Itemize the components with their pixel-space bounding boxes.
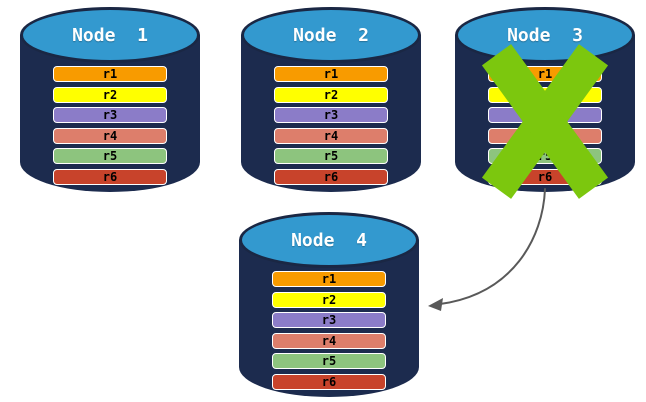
replica-row: r2: [488, 86, 602, 103]
replica-row: r3: [274, 107, 388, 124]
replica-row: r6: [53, 168, 167, 185]
replica-row: r1: [274, 66, 388, 82]
node-4: r1 r2 r3 r4 r5 r6 Node 4: [239, 212, 419, 397]
failover-arrow-line: [439, 188, 546, 305]
node-1-rows: r1 r2 r3 r4 r5 r6: [53, 66, 167, 185]
node-title: Node 4: [291, 229, 367, 251]
node-1-cylinder-top: Node 1: [20, 7, 200, 63]
node-3: r1 r2 r3 r4 r5 r6 Node 3: [455, 7, 635, 199]
node-2: r1 r2 r3 r4 r5 r6 Node 2: [241, 7, 421, 192]
replica-row: r6: [488, 168, 602, 185]
replica-row: r3: [272, 312, 386, 329]
node-4-cylinder-top: Node 4: [239, 212, 419, 268]
node-2-rows: r1 r2 r3 r4 r5 r6: [274, 66, 388, 185]
replica-row: r2: [274, 86, 388, 103]
replica-row: r4: [53, 127, 167, 144]
replica-row: r2: [272, 291, 386, 308]
replica-row: r1: [272, 271, 386, 287]
replica-row: r1: [53, 66, 167, 82]
replica-row: r5: [274, 148, 388, 165]
failover-arrowhead-icon: [428, 298, 443, 311]
node-1: r1 r2 r3 r4 r5 r6 Node 1: [20, 7, 200, 192]
node-title: Node 2: [293, 24, 369, 46]
replica-row: r3: [53, 107, 167, 124]
replica-row: r2: [53, 86, 167, 103]
replica-row: r5: [488, 148, 602, 165]
replica-row: r4: [274, 127, 388, 144]
replica-row: r4: [488, 127, 602, 144]
node-2-cylinder-top: Node 2: [241, 7, 421, 63]
replica-row: r4: [272, 332, 386, 349]
replica-row: r1: [488, 66, 602, 82]
node-3-cylinder-top: Node 3: [455, 7, 635, 63]
replica-row: r5: [53, 148, 167, 165]
node-4-rows: r1 r2 r3 r4 r5 r6: [272, 271, 386, 390]
node-title: Node 3: [507, 24, 583, 46]
node-3-rows: r1 r2 r3 r4 r5 r6: [488, 66, 602, 185]
node-title: Node 1: [72, 24, 148, 46]
replica-row: r3: [488, 107, 602, 124]
replica-row: r6: [272, 373, 386, 390]
replica-row: r5: [272, 353, 386, 370]
replica-row: r6: [274, 168, 388, 185]
